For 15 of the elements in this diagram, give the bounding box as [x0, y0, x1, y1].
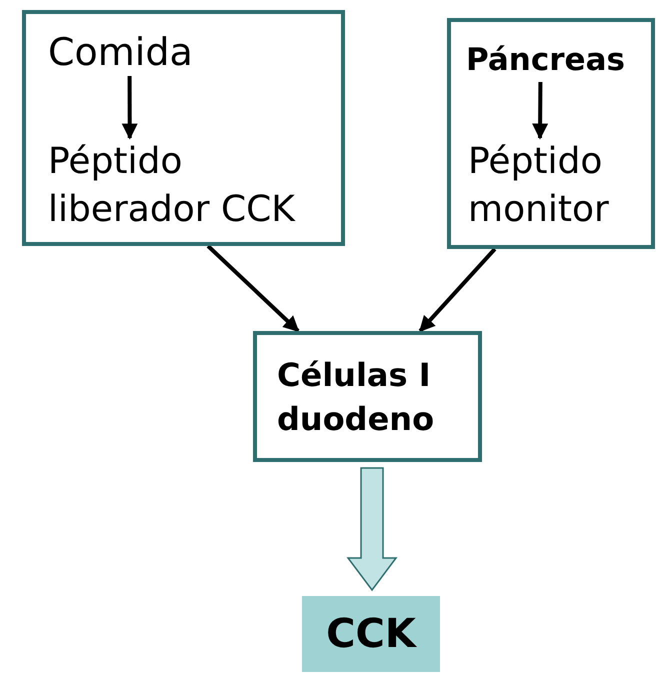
arrow: [206, 244, 300, 332]
arrow: [532, 82, 548, 140]
node-label: Péptido liberador CCK: [48, 138, 340, 236]
box-label: Células I duodeno: [277, 354, 436, 440]
box-label: CCK: [326, 610, 416, 659]
node-label: Comida: [48, 28, 218, 76]
process-box: [253, 331, 482, 462]
result-box: [302, 596, 440, 672]
arrow: [418, 248, 496, 332]
block-arrow: [346, 467, 398, 592]
node-label: Páncreas: [466, 38, 652, 82]
group-box: [22, 10, 345, 246]
arrow: [122, 76, 138, 140]
group-box: [447, 18, 655, 249]
node-label: Péptido monitor: [468, 138, 648, 236]
